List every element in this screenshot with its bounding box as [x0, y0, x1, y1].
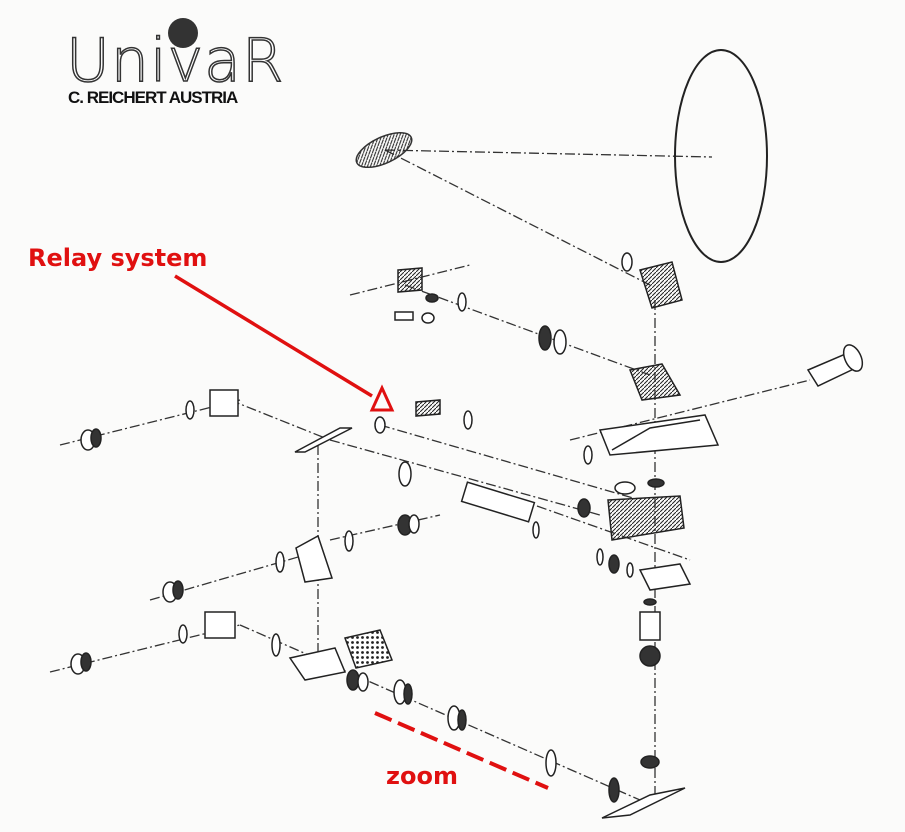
brand-logo: UnivaR — [65, 25, 285, 97]
prisms — [344, 261, 720, 669]
lamp-housing — [806, 344, 864, 387]
relay-system-label: Relay system — [28, 244, 208, 272]
projection-screen — [674, 49, 768, 263]
lenses — [70, 252, 665, 803]
zoom-label: zoom — [386, 762, 458, 790]
relay-system-pointer — [174, 274, 395, 412]
logo-dot-icon — [168, 18, 198, 48]
brand-subtitle: C. REICHERT AUSTRIA — [68, 88, 238, 107]
zoom-range-indicator — [374, 711, 549, 790]
relay-arrow-icon — [369, 384, 395, 412]
oval-mirror — [355, 131, 413, 169]
mirrors — [204, 389, 686, 819]
